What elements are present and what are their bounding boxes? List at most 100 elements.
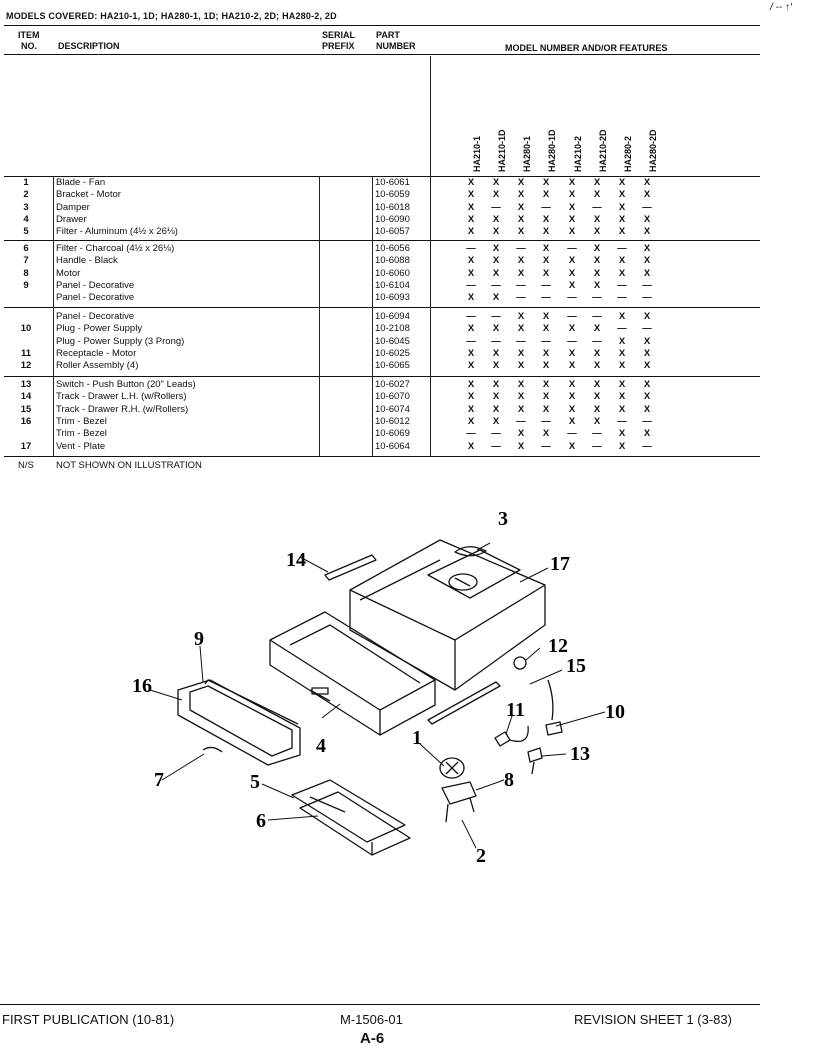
- model-mark: X: [542, 391, 550, 403]
- drawer: [269, 611, 436, 736]
- model-mark: X: [542, 267, 550, 279]
- rule-top: [4, 25, 760, 26]
- item-description: Plug - Power Supply (3 Prong): [56, 335, 185, 347]
- model-mark: X: [568, 201, 576, 213]
- model-mark: X: [618, 360, 626, 372]
- item-no: 17: [20, 440, 32, 452]
- vline-part: [372, 176, 373, 456]
- model-mark: X: [618, 403, 626, 415]
- model-column-header: HA210-2: [567, 110, 583, 172]
- model-mark: —: [567, 311, 577, 322]
- model-mark: X: [492, 379, 500, 390]
- model-label: HA280-1D: [547, 129, 557, 172]
- model-mark: —: [617, 292, 627, 304]
- part-number: 10-6057: [375, 226, 410, 238]
- col-item: ITEM: [18, 30, 40, 40]
- model-mark: X: [568, 226, 576, 238]
- model-mark: X: [643, 189, 651, 201]
- model-mark: X: [593, 347, 601, 359]
- model-mark: X: [593, 415, 601, 427]
- item-description: Damper: [56, 201, 90, 213]
- model-mark: X: [467, 292, 475, 304]
- model-mark: X: [492, 255, 500, 267]
- part-number: 10-6018: [375, 201, 410, 213]
- item-description: Filter - Aluminum (4½ x 26⅛): [56, 226, 178, 238]
- item-description: Drawer: [56, 213, 87, 225]
- model-mark: X: [467, 213, 475, 225]
- model-mark: X: [618, 201, 626, 213]
- model-mark: X: [467, 255, 475, 267]
- model-mark: X: [492, 177, 500, 188]
- model-mark: X: [593, 213, 601, 225]
- model-mark: X: [467, 391, 475, 403]
- item-description: Blade - Fan: [56, 177, 106, 188]
- handle: [202, 746, 223, 753]
- model-mark: X: [517, 311, 525, 322]
- model-mark: X: [517, 440, 525, 452]
- model-mark: X: [467, 226, 475, 238]
- model-mark: —: [491, 428, 501, 440]
- item-no: 3: [23, 201, 29, 213]
- item-no: 4: [23, 213, 29, 225]
- corner-mark: / -- ↑′: [770, 2, 792, 13]
- model-mark: X: [492, 415, 500, 427]
- rule-header: [4, 54, 760, 55]
- model-mark: —: [491, 201, 501, 213]
- model-mark: X: [542, 189, 550, 201]
- switch: [527, 747, 543, 775]
- callout-12: 12: [548, 635, 568, 657]
- item-description: Switch - Push Button (20" Leads): [56, 379, 196, 390]
- model-mark: X: [643, 379, 651, 390]
- model-mark: —: [617, 323, 627, 335]
- part-number: 10-6088: [375, 255, 410, 267]
- model-label: HA210-1D: [497, 129, 507, 172]
- model-mark: X: [467, 360, 475, 372]
- callout-8: 8: [504, 769, 514, 791]
- model-mark: X: [467, 440, 475, 452]
- model-mark: X: [492, 243, 500, 254]
- model-mark: X: [593, 323, 601, 335]
- callout-5: 5: [250, 771, 260, 793]
- fan-motor: [439, 757, 477, 823]
- callout-10: 10: [605, 701, 625, 723]
- model-mark: X: [517, 255, 525, 267]
- model-mark: X: [467, 201, 475, 213]
- model-mark: —: [466, 243, 476, 254]
- model-mark: X: [618, 226, 626, 238]
- item-no: 7: [23, 255, 29, 267]
- model-mark: X: [618, 379, 626, 390]
- model-mark: X: [568, 177, 576, 188]
- item-description: Panel - Decorative: [56, 292, 135, 304]
- track-right: [427, 681, 501, 725]
- model-mark: X: [467, 267, 475, 279]
- item-description: Trim - Bezel: [56, 415, 107, 427]
- model-mark: X: [618, 177, 626, 188]
- item-no: 13: [20, 379, 32, 390]
- item-description: Bracket - Motor: [56, 189, 121, 201]
- model-mark: —: [516, 335, 526, 347]
- damper: [454, 546, 487, 557]
- model-mark: X: [517, 428, 525, 440]
- item-description: Panel - Decorative: [56, 279, 135, 291]
- model-mark: —: [642, 415, 652, 427]
- model-mark: X: [643, 213, 651, 225]
- model-mark: —: [592, 201, 602, 213]
- model-mark: —: [617, 415, 627, 427]
- model-mark: X: [492, 391, 500, 403]
- model-column-header: HA280-2: [617, 110, 633, 172]
- part-number: 10-6069: [375, 428, 410, 440]
- model-mark: X: [618, 311, 626, 322]
- part-number: 10-6070: [375, 391, 410, 403]
- item-no: 9: [23, 279, 29, 291]
- callout-15: 15: [566, 655, 586, 677]
- note-code: N/S: [18, 460, 34, 471]
- model-mark: —: [592, 440, 602, 452]
- model-mark: X: [643, 360, 651, 372]
- model-mark: X: [643, 335, 651, 347]
- model-mark: X: [643, 226, 651, 238]
- model-mark: —: [466, 279, 476, 291]
- model-mark: X: [618, 213, 626, 225]
- model-mark: —: [592, 428, 602, 440]
- model-mark: —: [592, 292, 602, 304]
- vline-desc: [53, 176, 54, 456]
